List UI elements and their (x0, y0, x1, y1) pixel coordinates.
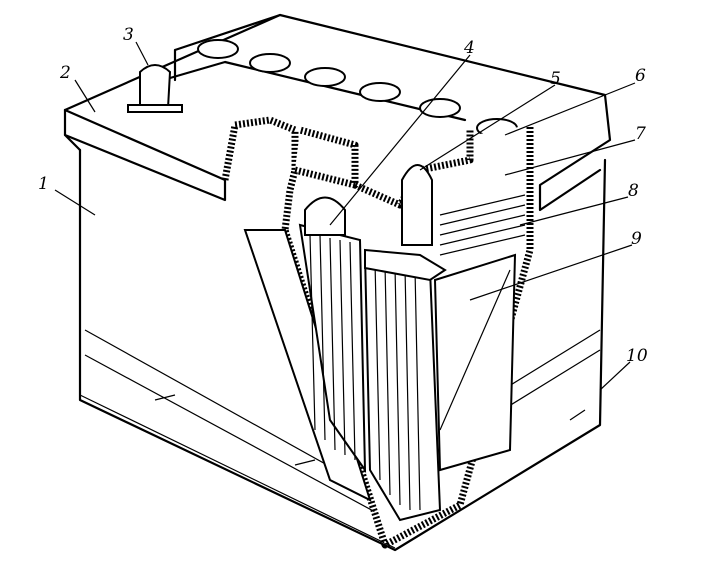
label-3: 3 (123, 25, 134, 45)
label-4: 4 (463, 38, 475, 58)
terminal-post (127, 64, 183, 113)
label-7: 7 (635, 124, 646, 144)
plate-stack (243, 164, 526, 522)
label-6: 6 (635, 66, 646, 86)
label-9: 9 (631, 229, 642, 249)
label-5: 5 (550, 69, 561, 89)
label-8: 8 (628, 181, 639, 201)
label-2: 2 (59, 63, 71, 83)
label-1: 1 (38, 174, 49, 194)
label-10: 10 (626, 346, 648, 366)
battery-case (63, 13, 612, 552)
leader-lines (54, 41, 636, 391)
